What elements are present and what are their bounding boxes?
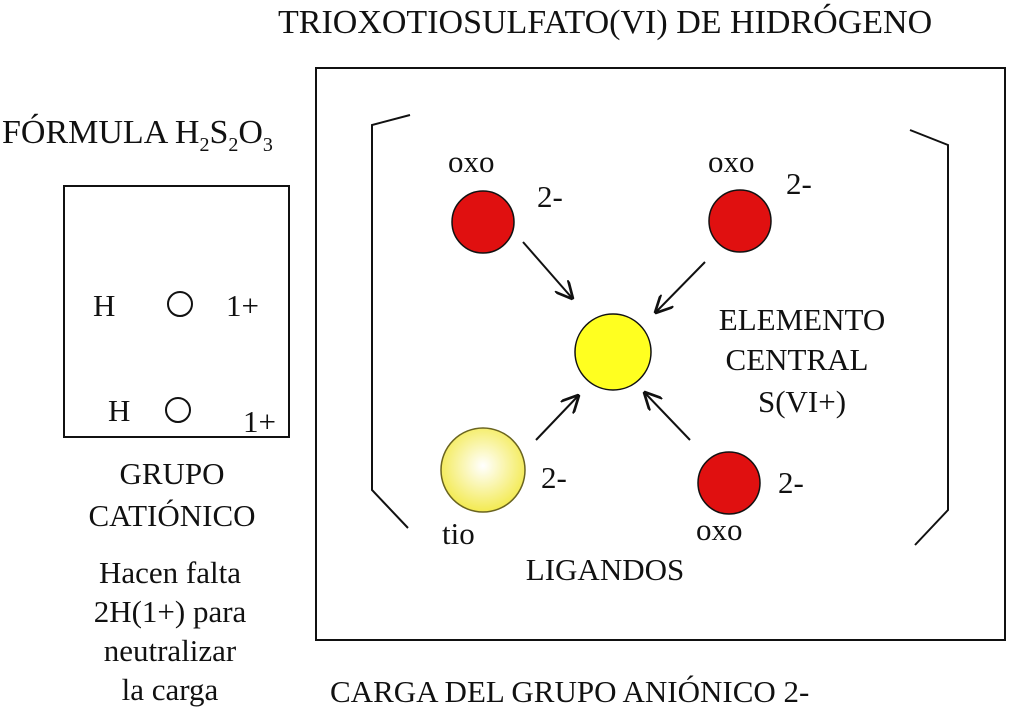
- ligand-charge: 2-: [786, 166, 812, 201]
- hydrogen-symbol: H: [108, 393, 130, 428]
- oxo-ligand-atom: [697, 451, 761, 515]
- note-line: neutralizar: [104, 633, 237, 668]
- cation-group-caption: GRUPO CATIÓNICO Hacen falta 2H(1+) para …: [88, 456, 255, 707]
- oxo-ligand-atom: [451, 190, 515, 254]
- ligand-name: oxo: [708, 144, 755, 179]
- central-line: ELEMENTO: [719, 302, 885, 337]
- ligands-label: LIGANDOS: [526, 552, 684, 587]
- caption-line: GRUPO: [119, 456, 224, 491]
- ligand-charge: 2-: [778, 465, 804, 500]
- bond-arrows: [522, 241, 706, 441]
- central-line: CENTRAL: [726, 342, 869, 377]
- ligand-name: tio: [442, 516, 475, 551]
- hydrogen-symbol: H: [93, 288, 115, 323]
- central-element-label: ELEMENTO CENTRAL S(VI+): [719, 302, 885, 419]
- note-line: la carga: [122, 672, 219, 707]
- ligand-name: oxo: [448, 144, 495, 179]
- hydrogen-atom-icon: [165, 397, 191, 423]
- cation-group-box: [63, 185, 290, 438]
- ligand-name: oxo: [696, 512, 743, 547]
- anion-group-box: [315, 67, 1006, 641]
- ligand-charge: 2-: [537, 179, 563, 214]
- title: TRIOXOTIOSULFATO(VI) DE HIDRÓGENO: [278, 3, 932, 41]
- left-bracket: [371, 114, 411, 529]
- hydrogen-charge: 1+: [243, 404, 276, 439]
- note-line: Hacen falta: [99, 555, 241, 590]
- arrow-icon: [645, 393, 691, 441]
- oxo-ligand-atom: [708, 189, 772, 253]
- central-line: S(VI+): [758, 384, 846, 419]
- arrow-icon: [535, 396, 578, 441]
- hydrogen-atom-icon: [167, 291, 193, 317]
- hydrogen-charge: 1+: [226, 288, 259, 323]
- arrow-icon: [522, 241, 572, 298]
- arrow-icon: [656, 261, 706, 312]
- tio-ligand-atom: [440, 427, 526, 513]
- note-line: 2H(1+) para: [94, 594, 247, 629]
- right-bracket: [909, 129, 949, 546]
- formula: FÓRMULA H2S2O3: [2, 113, 273, 156]
- ligand-charge: 2-: [541, 460, 567, 495]
- anion-charge-caption: CARGA DEL GRUPO ANIÓNICO 2-: [330, 674, 809, 709]
- caption-line: CATIÓNICO: [88, 498, 255, 533]
- central-sulfur-atom: [574, 313, 652, 391]
